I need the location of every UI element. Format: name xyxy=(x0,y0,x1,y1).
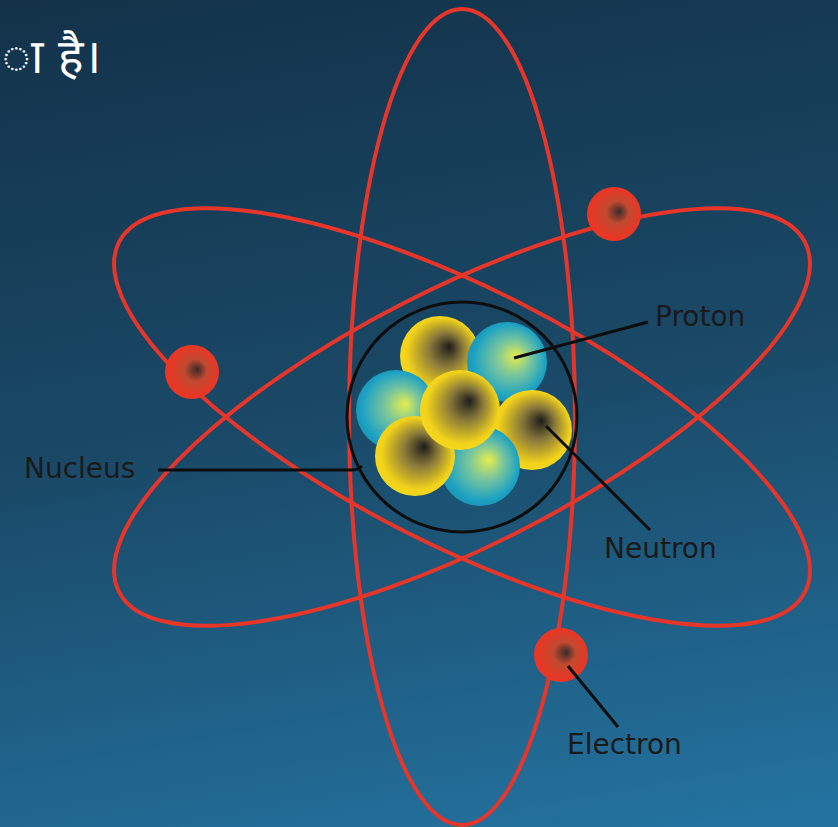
electron-ball xyxy=(165,345,219,399)
orbits xyxy=(61,9,838,825)
neutron-ball xyxy=(420,370,500,450)
part-label: Nucleus xyxy=(24,452,135,486)
orbit xyxy=(349,9,575,825)
leader-line xyxy=(546,426,650,530)
orbit xyxy=(61,128,838,706)
part-label: Neutron xyxy=(604,532,717,566)
electron-ball xyxy=(587,187,641,241)
part-label: Proton xyxy=(655,300,745,334)
electrons xyxy=(165,187,641,682)
leader-line xyxy=(568,666,618,727)
leader-line xyxy=(514,322,648,358)
part-label: Electron xyxy=(567,728,682,762)
leader-line xyxy=(158,466,362,470)
leader-lines xyxy=(158,322,650,727)
nucleus-outline xyxy=(347,302,577,532)
electron-ball xyxy=(534,628,588,682)
nucleons xyxy=(356,316,572,506)
orbit xyxy=(61,128,838,706)
heading-fragment: ा है। xyxy=(2,28,101,86)
